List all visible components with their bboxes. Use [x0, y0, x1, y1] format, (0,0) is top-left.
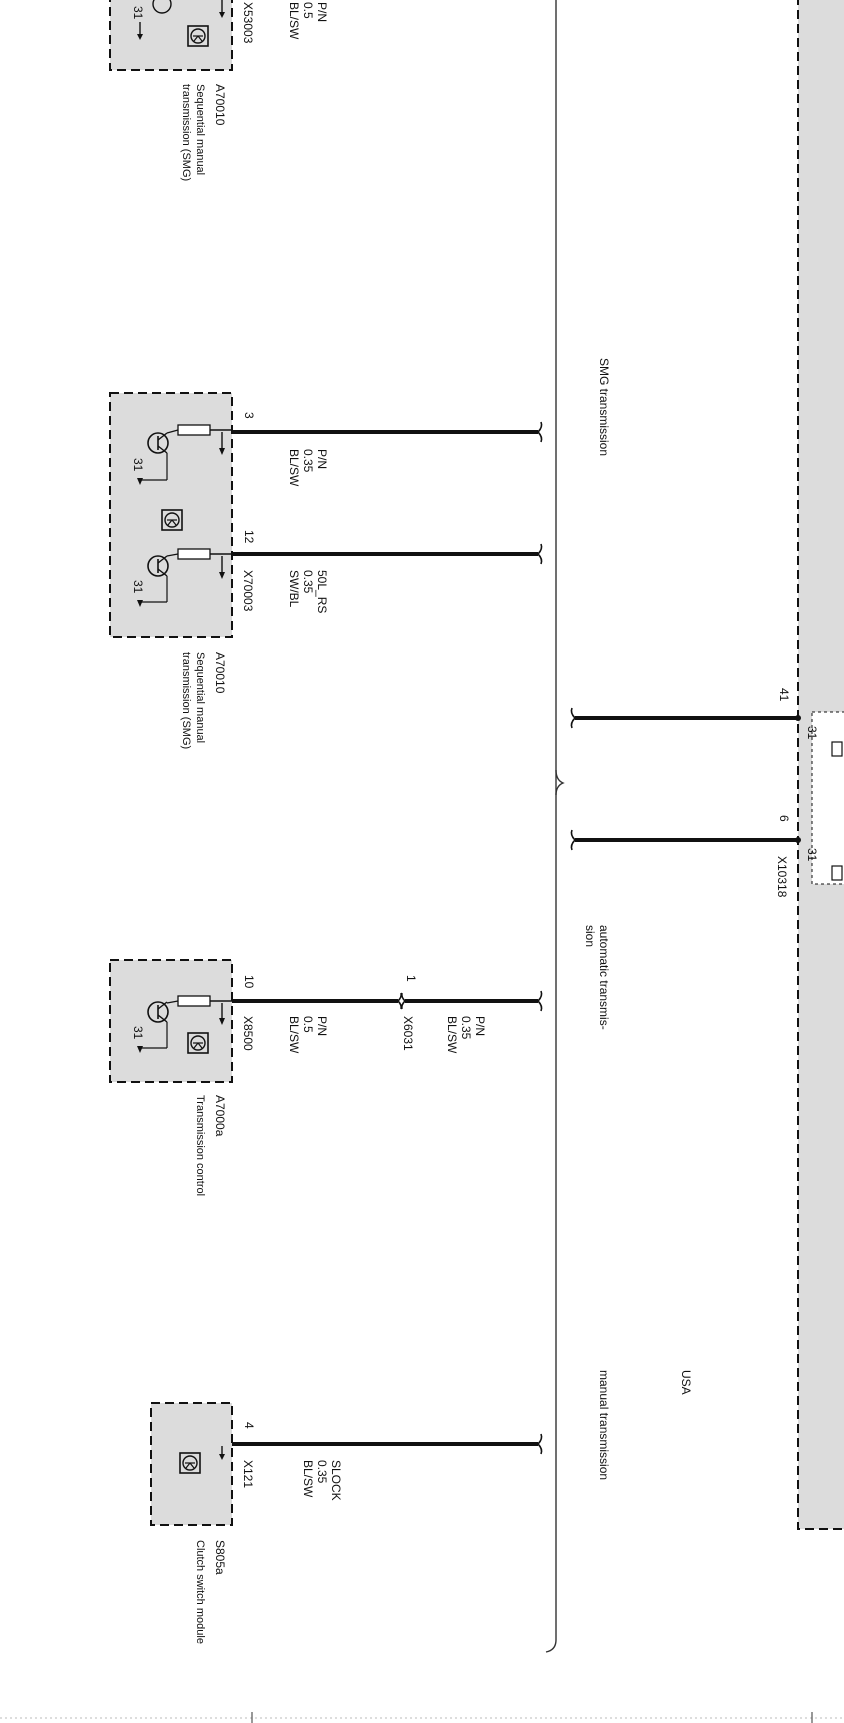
variant-manual-label: manual transmission: [597, 1370, 611, 1481]
tc-module-name: Transmission control: [194, 1095, 206, 1197]
tc-connector-label: X8500: [241, 1016, 255, 1051]
top-connector-label: X53003: [241, 2, 255, 44]
top-pin-31: 31: [131, 6, 145, 20]
top-module-name-1: Sequential manual: [194, 84, 206, 176]
smg-module-name-2: transmission (SMG): [180, 652, 192, 750]
clutch-module-id: S805a: [213, 1540, 227, 1575]
right-module-inner: [811, 711, 844, 885]
smg-wire-b-label-2: 0.35: [301, 570, 315, 594]
tc-splice-connector: X6031: [401, 1016, 415, 1051]
trans-control-box: [109, 959, 233, 1083]
tc-wire-right-label-3: BL/SW: [445, 1016, 459, 1054]
smg-pin-31-a: 31: [131, 458, 145, 472]
tc-wire-left-label-2: 0.5: [301, 1016, 315, 1033]
clutch-wire-label-3: BL/SW: [301, 1460, 315, 1498]
smg-pin-31-b: 31: [131, 580, 145, 594]
top-module-box: [109, 0, 233, 71]
tc-wire-left-label-1: P/N: [315, 1016, 329, 1037]
smg-pin-3: 3: [242, 412, 256, 419]
smg-module-id: A70010: [213, 652, 227, 694]
variant-auto-label-2: sion: [583, 925, 597, 948]
variant-smg-label: SMG transmission: [597, 358, 611, 457]
variant-usa-label: USA: [679, 1370, 693, 1395]
smg-wire-b-label-3: SW/BL: [287, 570, 301, 608]
smg-wire-a-label-2: 0.35: [301, 449, 315, 473]
top-wire-label-2: 0.5: [301, 2, 315, 19]
tc-pin-31: 31: [131, 1026, 145, 1040]
right-pin-41: 41: [777, 688, 791, 702]
top-wire-label-1: P/N: [315, 2, 329, 23]
right-pin-31-a: 31: [805, 726, 819, 740]
tc-module-id: A7000a: [213, 1095, 227, 1137]
smg-module-name-1: Sequential manual: [194, 652, 206, 744]
smg-module-box: [109, 392, 233, 638]
variant-auto-label-1: automatic transmis-: [597, 925, 611, 1030]
tc-splice-pin: 1: [404, 975, 418, 982]
right-pin-31-b: 31: [805, 848, 819, 862]
smg-wire-b-label-1: 50L_RS: [315, 570, 329, 614]
top-wire-label-3: BL/SW: [287, 2, 301, 40]
smg-connector-label: X70003: [241, 570, 255, 612]
top-module-name-2: transmission (SMG): [180, 84, 192, 182]
tc-wire-right-label-1: P/N: [473, 1016, 487, 1037]
top-module-id: A70010: [213, 84, 227, 126]
tc-wire-right-label-2: 0.35: [459, 1016, 473, 1040]
clutch-wire-label-1: SLOCK: [329, 1460, 343, 1501]
clutch-wire-label-2: 0.35: [315, 1460, 329, 1484]
tc-wire-left-label-3: BL/SW: [287, 1016, 301, 1054]
tc-pin-10: 10: [242, 975, 256, 989]
clutch-module-name: Clutch switch module: [194, 1540, 206, 1644]
right-connector-label: X10318: [775, 856, 789, 898]
smg-wire-a-label-3: BL/SW: [287, 449, 301, 487]
variant-brace: [545, 770, 557, 1653]
clutch-pin-4: 4: [242, 1422, 256, 1429]
right-pin-6: 6: [777, 815, 791, 822]
clutch-connector-label: X121: [241, 1460, 255, 1489]
smg-pin-12: 12: [242, 530, 256, 544]
smg-wire-a-label-1: P/N: [315, 449, 329, 470]
